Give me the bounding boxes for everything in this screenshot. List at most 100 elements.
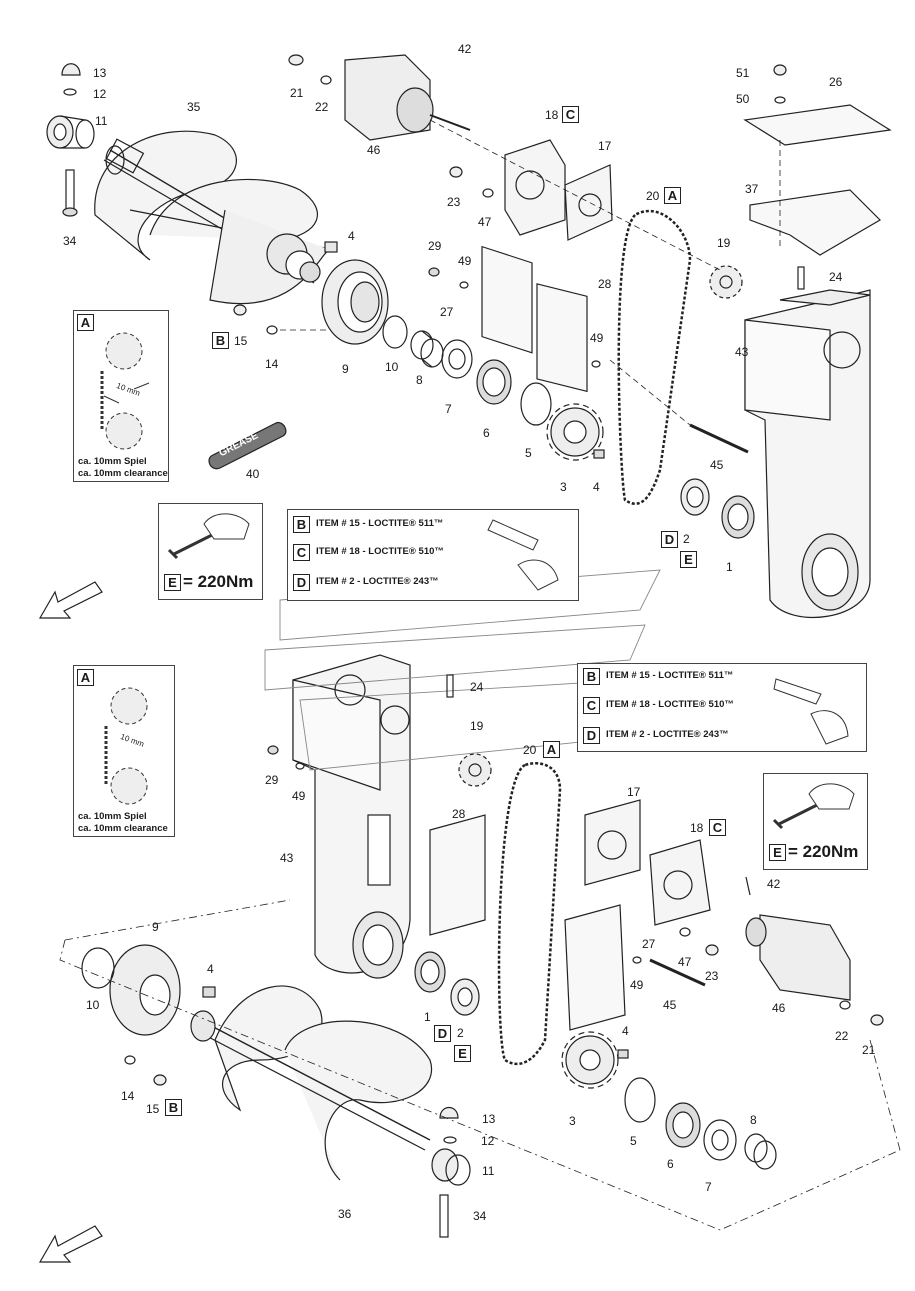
tag-c: C (583, 697, 600, 714)
loctite-row-b: ITEM # 15 - LOCTITE® 511™ (606, 670, 734, 681)
callout-4b-lower: 4 (622, 1024, 629, 1038)
callout-29-lower: 29 (265, 773, 279, 787)
callout-11: 11 (95, 114, 108, 128)
loctite-row-d: ITEM # 2 - LOCTITE® 243™ (316, 576, 439, 587)
callout-5-lower: 5 (630, 1134, 637, 1148)
callout-12-lower: 12 (481, 1134, 495, 1148)
callout-27-lower: 27 (642, 937, 656, 951)
panel-tag: A (77, 314, 94, 331)
callout-45: 45 (710, 458, 724, 472)
tag-d: D (661, 531, 678, 548)
auger-35 (94, 130, 336, 305)
callout-49b-lower: 49 (630, 978, 644, 992)
panel-tag: A (77, 669, 94, 686)
tag-d: D (293, 574, 310, 591)
auger-shaft-end (266, 233, 321, 283)
callout-46-lower: 46 (772, 1001, 786, 1015)
callout-4: 4 (348, 229, 355, 243)
loctite-row-b: ITEM # 15 - LOCTITE® 511™ (316, 518, 444, 529)
callout-10: 10 (385, 360, 399, 374)
direction-arrow-top (38, 581, 103, 619)
collar-11 (46, 63, 95, 217)
callout-6-lower: 6 (667, 1157, 674, 1171)
torque-panel-top: E = 220Nm (158, 503, 263, 600)
callout-8-lower: 8 (750, 1113, 757, 1127)
loctite-bottle-hand-icon (773, 678, 849, 745)
circlip-5 (520, 382, 552, 426)
callout-15: 15 (234, 334, 248, 348)
sprocket-clearance-sketch (100, 332, 150, 450)
callout-28: 28 (598, 277, 612, 291)
direction-arrow-bottom (38, 1225, 103, 1263)
callout-3: 3 (560, 480, 567, 494)
callout-21: 21 (290, 86, 304, 100)
callout-35: 35 (187, 100, 201, 114)
callout-23-lower: 23 (705, 969, 719, 983)
loctite-bottle-hand-icon (487, 519, 559, 591)
loctite-row-d: ITEM # 2 - LOCTITE® 243™ (606, 729, 729, 740)
callout-24: 24 (829, 270, 843, 284)
callout-43: 43 (735, 345, 749, 359)
washer-7 (441, 339, 473, 379)
callout-9-lower: 9 (152, 920, 159, 934)
callout-3-lower: 3 (569, 1114, 576, 1128)
sprocket-3 (546, 403, 604, 461)
callout-45-lower: 45 (663, 998, 677, 1012)
loctite-panel-bottom: B ITEM # 15 - LOCTITE® 511™ C ITEM # 18 … (577, 663, 867, 752)
callout-12: 12 (93, 87, 107, 101)
chain-20 (617, 209, 692, 505)
callout-8: 8 (416, 373, 423, 387)
callout-42-lower: 42 (767, 877, 781, 891)
callout-40: 40 (246, 467, 260, 481)
callout-27: 27 (440, 305, 454, 319)
torque-panel-bottom: E = 220Nm (763, 773, 868, 870)
tag-b-lower: B (165, 1099, 182, 1116)
callout-20: 20 (646, 189, 660, 203)
clearance-en: ca. 10mm clearance (78, 823, 168, 834)
tag-b: B (293, 516, 310, 533)
tag-c-lower: C (709, 819, 726, 836)
callout-19: 19 (717, 236, 731, 250)
callout-1: 1 (726, 560, 733, 574)
callout-21-lower: 21 (862, 1043, 876, 1057)
callout-4b: 4 (593, 480, 600, 494)
tag-b: B (212, 332, 229, 349)
callout-15-lower: 15 (146, 1102, 160, 1116)
tag-e: E (769, 844, 786, 861)
callout-17: 17 (598, 139, 612, 153)
wrench-hand-icon (167, 513, 250, 560)
callout-43-lower: 43 (280, 851, 294, 865)
callout-47: 47 (478, 215, 492, 229)
housing-43-lower (292, 654, 411, 979)
callout-42: 42 (458, 42, 472, 56)
callout-22: 22 (315, 100, 329, 114)
tag-e: E (164, 574, 181, 591)
callout-10-lower: 10 (86, 998, 100, 1012)
motor-46-lower (745, 914, 851, 1001)
callout-4-lower: 4 (207, 962, 214, 976)
tag-d: D (583, 727, 600, 744)
tag-e: E (680, 551, 697, 568)
clearance-panel-bottom: A 10 mm ca. 10mm Spiel ca. 10mm clearanc… (73, 665, 175, 837)
callout-19-lower: 19 (470, 719, 484, 733)
callout-14: 14 (265, 357, 279, 371)
torque-value: = 220Nm (788, 842, 859, 861)
callout-34-lower: 34 (473, 1209, 487, 1223)
callout-22-lower: 22 (835, 1029, 849, 1043)
callout-2-lower: 2 (457, 1026, 464, 1040)
callout-7: 7 (445, 402, 452, 416)
bushing-8 (410, 330, 444, 368)
callout-50: 50 (736, 92, 750, 106)
tag-e-lower: E (454, 1045, 471, 1062)
ring-10 (382, 315, 408, 349)
wrench-hand-icon (772, 783, 855, 830)
loctite-row-c: ITEM # 18 - LOCTITE® 510™ (606, 699, 734, 710)
clearance-de: ca. 10mm Spiel (78, 811, 147, 822)
tag-b: B (583, 668, 600, 685)
callout-37: 37 (745, 182, 759, 196)
callout-5: 5 (525, 446, 532, 460)
clearance-panel-top: A 10 mm ca. 10mm Spiel ca. 10mm clearanc… (73, 310, 169, 482)
callout-46: 46 (367, 143, 381, 157)
callout-14-lower: 14 (121, 1089, 135, 1103)
